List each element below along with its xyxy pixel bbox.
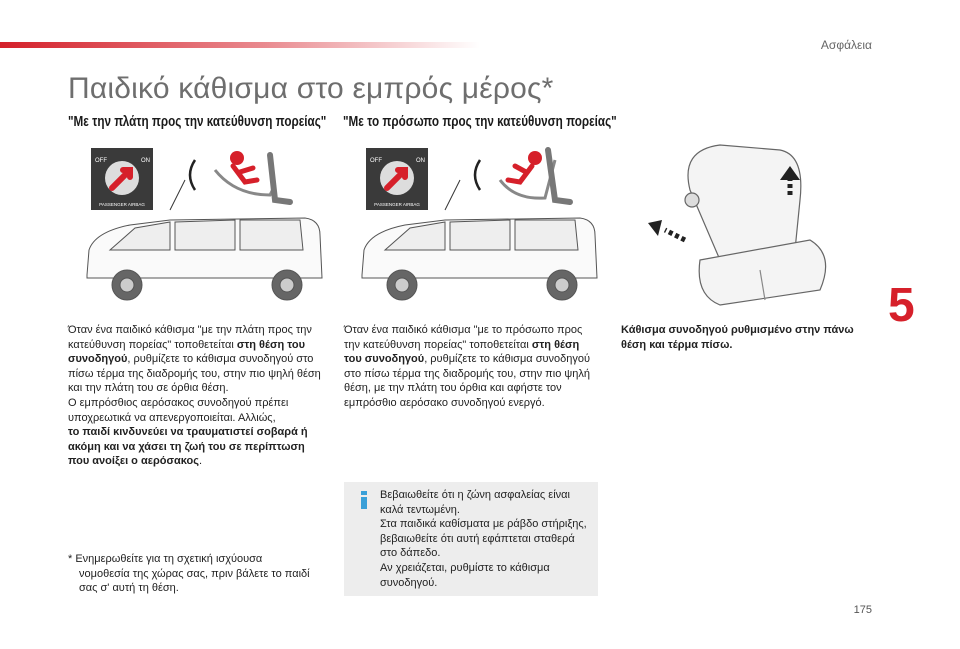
info-icon <box>361 491 367 509</box>
airbag-panel-icon: OFF ON PASSENGER AIRBAG <box>366 148 428 210</box>
airbag-off-label: OFF <box>370 158 382 164</box>
page-number: 175 <box>853 604 872 616</box>
rear-facing-illustration: OFF ON PASSENGER AIRBAG <box>86 148 323 301</box>
left-subhead: "Με την πλάτη προς την κατεύθυνση πορεία… <box>68 113 327 130</box>
seat-icon <box>684 144 827 306</box>
forward-facing-illustration: OFF ON PASSENGER AIRBAG <box>361 147 598 301</box>
seat-adjust-illustration <box>648 144 827 306</box>
middle-subhead: "Με το πρόσωπο προς την κατεύθυνση πορεί… <box>343 113 617 130</box>
info-text-1: Βεβαιωθείτε ότι η ζώνη ασφαλείας είναι κ… <box>380 489 570 516</box>
info-box: Βεβαιωθείτε ότι η ζώνη ασφαλείας είναι κ… <box>344 482 598 596</box>
header-accent-bar <box>0 42 480 48</box>
section-title: Ασφάλεια <box>820 38 872 52</box>
arrow-back-icon <box>648 220 687 243</box>
middle-paragraphs: Όταν ένα παιδικό κάθισμα "με το πρόσωπο … <box>344 324 591 409</box>
airbag-caption: PASSENGER AIRBAG <box>374 202 420 207</box>
chapter-number: 5 <box>888 279 915 332</box>
van-icon <box>361 179 598 301</box>
info-text-2: Στα παιδικά καθίσματα με ράβδο στήριξης,… <box>380 518 587 560</box>
airbag-on-label: ON <box>141 158 150 164</box>
child-seat-icon <box>188 151 293 205</box>
seat-caption: Κάθισμα συνοδηγού ρυθμισμένο στην πάνω θ… <box>621 324 854 351</box>
airbag-off-label: OFF <box>95 158 107 164</box>
footnote: * Ενημερωθείτε για τη σχετική ισχύουσα ν… <box>68 553 310 595</box>
van-icon <box>86 179 323 301</box>
child-seat-icon <box>473 147 573 205</box>
arrow-up-icon <box>780 166 800 195</box>
airbag-panel-icon: OFF ON PASSENGER AIRBAG <box>91 148 153 210</box>
left-paragraphs: Όταν ένα παιδικό κάθισμα "με την πλάτη π… <box>68 324 321 468</box>
airbag-on-label: ON <box>416 158 425 164</box>
airbag-caption: PASSENGER AIRBAG <box>99 202 145 207</box>
info-text-3: Αν χρειάζεται, ρυθμίστε το κάθισμα συνοδ… <box>380 561 550 589</box>
page-title: Παιδικό κάθισμα στο εμπρός μέρος* <box>68 72 554 105</box>
